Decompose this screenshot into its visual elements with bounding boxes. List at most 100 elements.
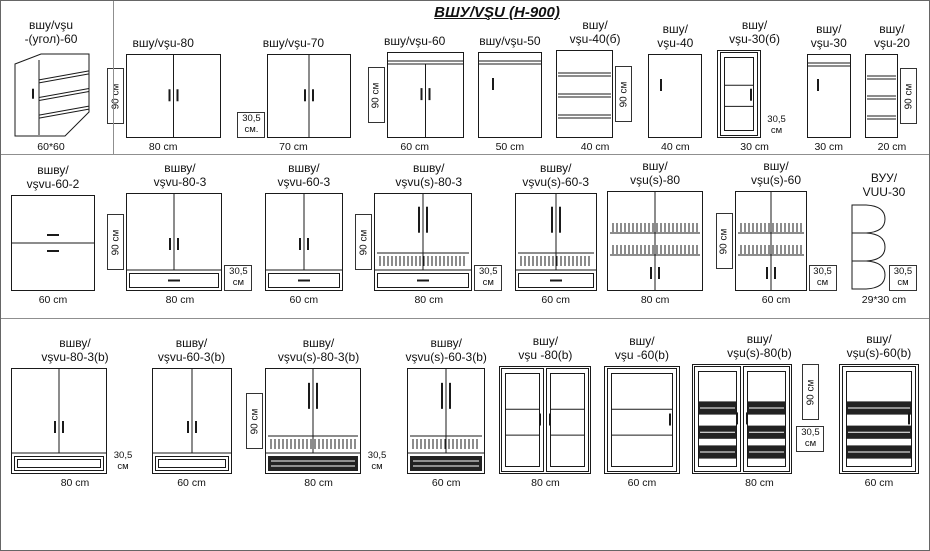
cabinet-label: вшу/vşu-20: [873, 22, 910, 50]
cabinet-label: вшу/vşu(s)-80(b): [727, 332, 792, 360]
width-label: 80 cm: [304, 477, 333, 489]
cabinet-drawing: [126, 54, 222, 138]
cabinet-label: вшу/vşu-40: [657, 22, 694, 50]
cabinet-drawing: [499, 366, 592, 474]
height-dimension: 90 см: [367, 67, 385, 123]
width-label: 80 cm: [60, 477, 90, 489]
cabinet-vsu-40b: вшу/vşu-40(б) 90 см 40 cm: [556, 18, 634, 153]
cabinet-drawing: [265, 368, 362, 474]
width-label: 80 cm: [640, 294, 670, 306]
cabinet-drawing: [864, 54, 898, 138]
width-label: 80 cm: [165, 294, 195, 306]
cabinet-vsu-s-60b: вшу/vşu(s)-60(b)60 cm: [838, 332, 919, 489]
width-label: 60 cm: [289, 294, 319, 306]
width-label: 20 cm: [877, 141, 907, 153]
width-label: 60 cm: [627, 477, 657, 489]
cabinet-drawing: [556, 50, 614, 138]
height-dimension: 90 см: [355, 214, 373, 270]
cabinet-label: вшу/vşu -60(b): [614, 334, 669, 362]
width-label: 60 cm: [177, 477, 206, 489]
height-dimension: 90 см: [801, 364, 819, 420]
cabinet-vsu-50: вшу/vşu-50 50 cm: [477, 33, 542, 153]
cabinet-drawing: [806, 54, 851, 138]
cabinet-drawing: [734, 191, 807, 291]
cabinet-label: вшву/vşvu-80-3(b): [41, 336, 109, 364]
cabinet-drawing: [374, 193, 473, 291]
width-label: 60 cm: [38, 294, 68, 306]
cabinet-drawing: [716, 50, 761, 138]
cabinet-drawing: [514, 193, 597, 291]
width-label: 80 cm: [414, 294, 444, 306]
cabinet-label: вшу/vşu-40(б): [569, 18, 621, 46]
cabinet-drawing: [603, 366, 680, 474]
cabinet-drawing: [838, 364, 919, 474]
cabinet-drawing: [11, 195, 95, 291]
height-dimension: 90 см: [107, 68, 125, 124]
cabinet-label: вшу/vşu-30(б): [729, 18, 780, 46]
cabinet-label: ВУУ/VUU-30: [862, 171, 906, 199]
cabinet-vsu-80: вшу/vşu-80 90 см 80 cm: [105, 35, 222, 153]
cabinet-label: вшву/vşvu(s)-60-3(b): [405, 336, 487, 364]
cabinet-vsvu-60-3: вшву/vşvu-60-3 60 cm: [264, 161, 343, 306]
width-label: 80 cm: [148, 141, 178, 153]
row-divider-2: [1, 318, 929, 319]
width-label: 80 cm: [531, 477, 560, 489]
cabinet-drawing: [11, 368, 107, 474]
width-label: 40 cm: [580, 141, 610, 153]
cabinet-label: вшу/vşu(s)-80: [630, 159, 681, 187]
cabinet-label: вшву/vşvu(s)-60-3: [522, 161, 590, 189]
cabinet-label: вшу/vşu-80: [132, 35, 194, 50]
cabinet-label: вшву/vşvu-60-3: [277, 161, 331, 189]
cabinet-label: вшву/vşvu-60-3(b): [157, 336, 226, 364]
width-label: 60 cm: [400, 141, 429, 153]
height-dimension: 90 см: [615, 66, 633, 122]
cabinet-label: вшву/vşvu-60-2: [26, 163, 80, 191]
cabinet-drawing: [849, 203, 887, 291]
cabinet-label: вшву/vşvu(s)-80-3: [395, 161, 463, 189]
cabinet-label: вшу/vşu -80(b): [518, 334, 573, 362]
cabinet-drawing: [11, 50, 91, 138]
cabinet-drawing: [607, 191, 704, 291]
height-dimension: 90 см: [107, 214, 125, 270]
cell-divider: [113, 1, 114, 154]
cabinet-label: вшу/vşu-50: [479, 33, 541, 48]
cabinet-vsvu-s-60-3b: вшву/vşvu(s)-60-3(b) 60 cm: [405, 336, 487, 489]
width-label: 29*30 cm: [861, 294, 907, 306]
width-label: 30 cm: [814, 141, 844, 153]
cabinet-label: вшу/vşu(s)-60: [751, 159, 802, 187]
width-label: 60 cm: [431, 477, 461, 489]
cabinet-drawing: [692, 364, 793, 474]
page-title: ВШУ/VŞU (Н-900): [434, 4, 560, 21]
cabinet-label: вшу/vşu-60: [383, 33, 446, 48]
width-label: 50 cm: [495, 141, 525, 153]
cabinet-drawing: [386, 52, 464, 138]
width-label: 60*60: [37, 141, 65, 153]
width-label: 60 cm: [864, 477, 894, 489]
width-label: 30 cm: [740, 141, 769, 153]
